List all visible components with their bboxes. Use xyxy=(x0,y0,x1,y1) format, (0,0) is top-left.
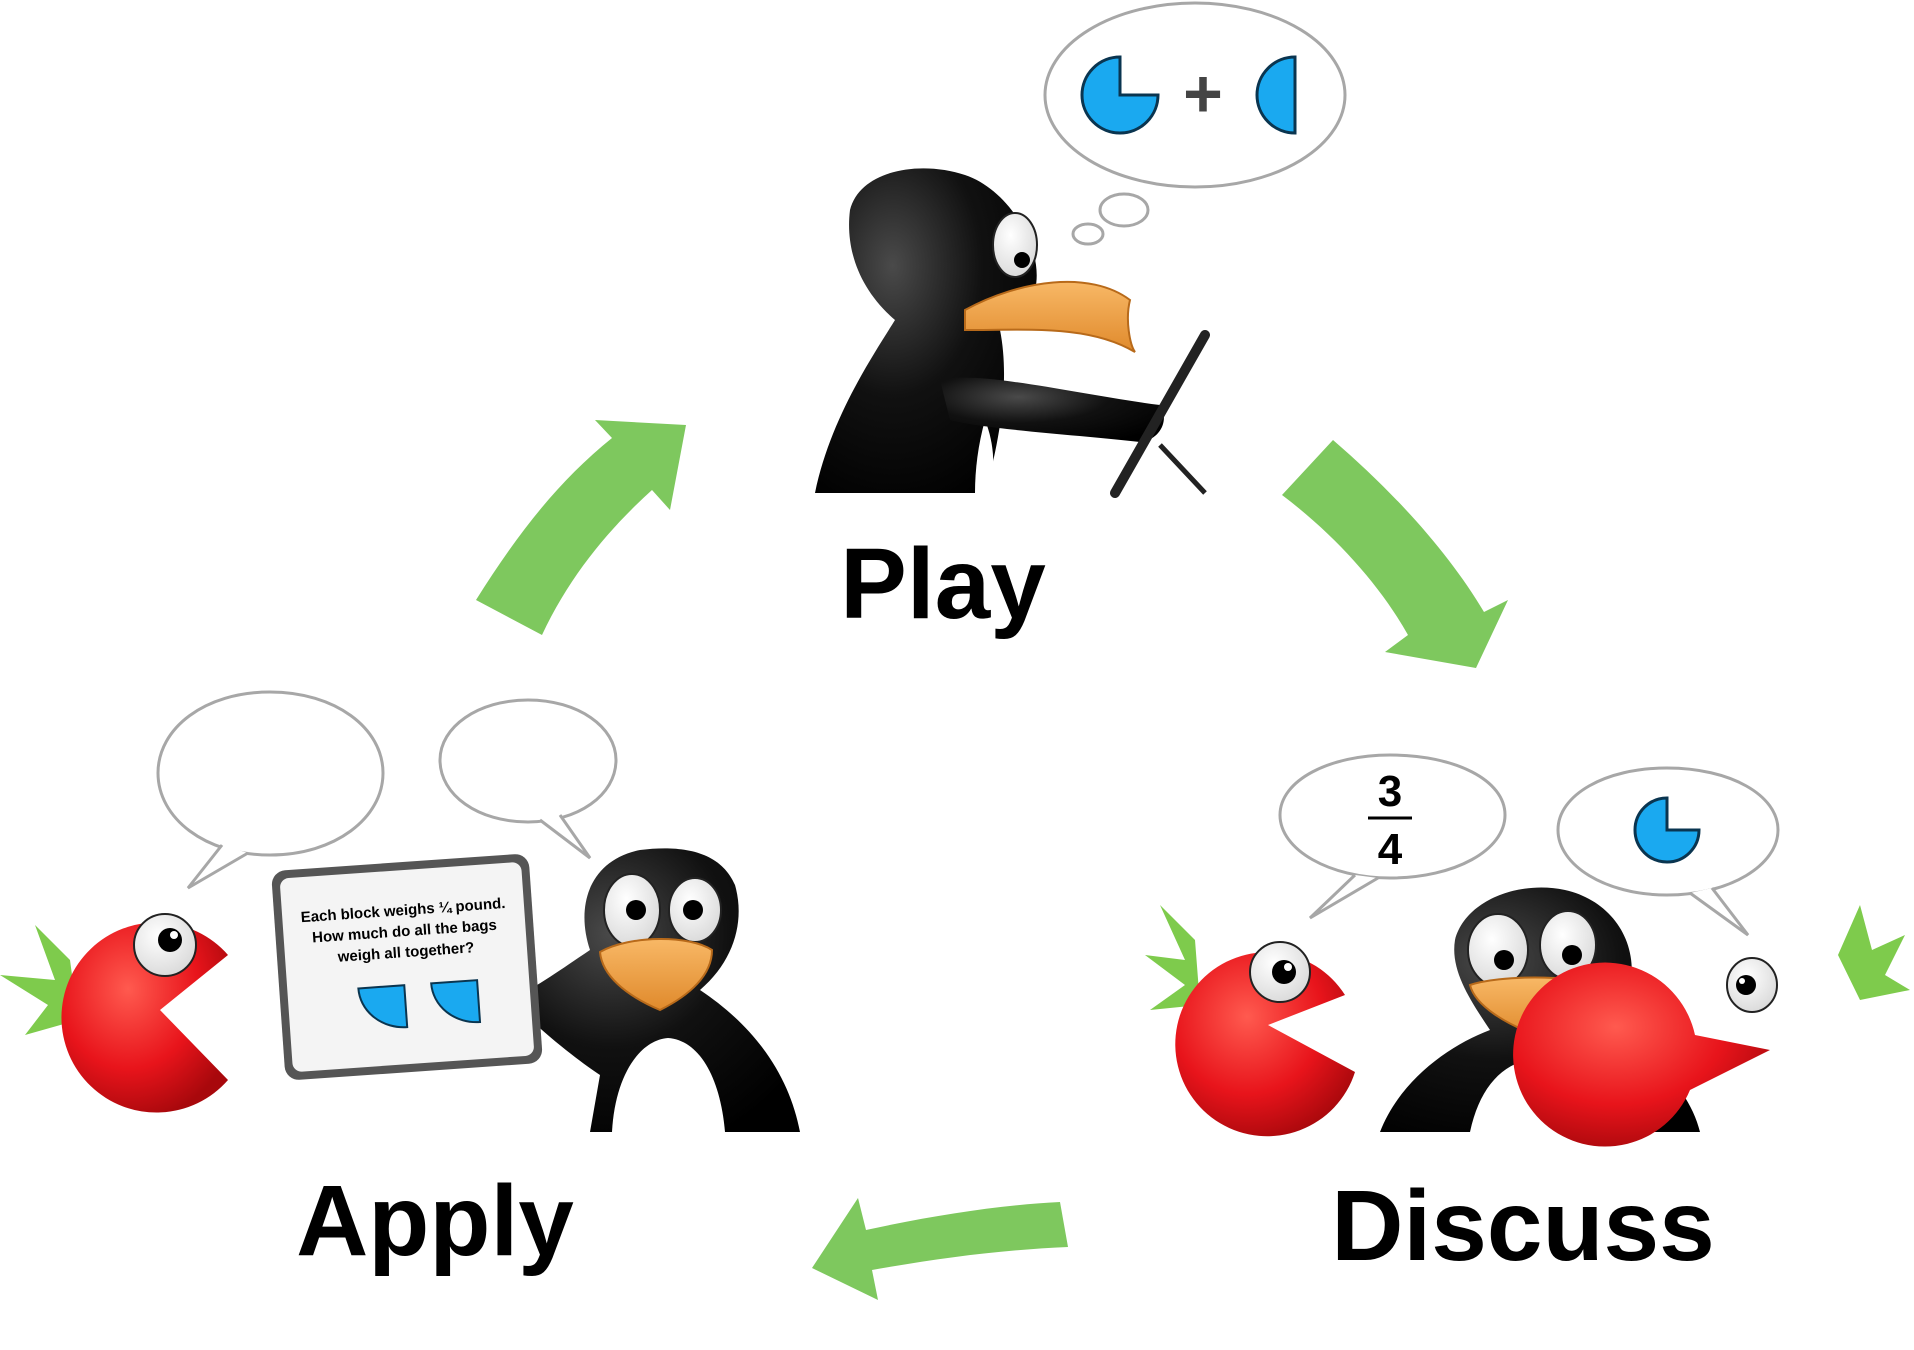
fraction-numerator: 3 xyxy=(1378,767,1402,816)
quarter-block-icon xyxy=(357,984,409,1029)
speech-bubble-icon xyxy=(1556,766,1780,937)
stage-label-apply: Apply xyxy=(296,1165,574,1277)
arrow-play-to-discuss xyxy=(1282,440,1508,668)
tomato-creature-icon xyxy=(1513,905,1910,1147)
cycle-arrow-icon xyxy=(812,1198,1068,1300)
tablet-icon xyxy=(1110,330,1210,498)
fraction-denominator: 4 xyxy=(1378,825,1403,874)
problem-card: Each block weighs ¼ pound. How much do a… xyxy=(271,854,543,1080)
penguin-icon xyxy=(815,168,1210,498)
penguin-icon xyxy=(510,848,800,1132)
stage-label-play: Play xyxy=(840,528,1046,640)
play-stage: + Play xyxy=(815,1,1347,640)
speech-bubble-icon: 3 4 xyxy=(1278,753,1507,920)
speech-bubble-icon xyxy=(438,698,618,860)
plus-sign: + xyxy=(1183,56,1223,132)
three-quarter-shape-icon xyxy=(1080,55,1160,135)
thought-bubble-icon: + xyxy=(1043,1,1347,246)
half-shape-icon xyxy=(1255,55,1297,135)
tomato-creature-icon xyxy=(1145,905,1355,1137)
stage-label-discuss: Discuss xyxy=(1331,1170,1715,1282)
cycle-arrow-icon xyxy=(1282,440,1508,668)
discuss-stage: 3 4 xyxy=(1145,753,1910,1282)
arrow-apply-to-play xyxy=(476,420,686,635)
apply-stage: Each block weighs ¼ pound. How much do a… xyxy=(0,690,800,1277)
speech-bubble-icon xyxy=(156,690,385,890)
three-quarter-shape-icon xyxy=(1633,796,1701,864)
arrow-discuss-to-apply xyxy=(812,1198,1068,1300)
tomato-creature-icon xyxy=(0,913,229,1113)
quarter-block-icon xyxy=(430,979,482,1024)
cycle-arrow-icon xyxy=(476,420,686,635)
